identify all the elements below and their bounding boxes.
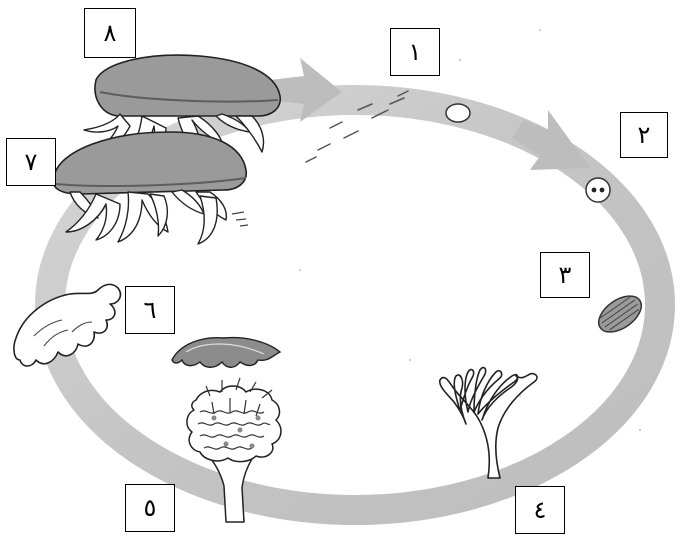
stage-label-4: ٤ [515,486,565,534]
stage-label-1: ١ [390,28,440,76]
stage-label-8: ٨ [84,8,136,58]
stage-label-7: ٧ [6,138,56,186]
egg-icon [446,104,470,122]
stage-label-3: ٣ [540,252,590,298]
planula-larva-icon [592,289,647,339]
stage-label-5: ٥ [125,484,175,532]
two-cell-embryo-icon [586,178,610,202]
stage-label-2: ٢ [620,112,668,158]
stage-label-6: ٦ [125,286,175,334]
female-medusa-icon [53,132,248,244]
ephyra-icon [14,284,121,366]
released-ephyra-icon [172,338,280,368]
